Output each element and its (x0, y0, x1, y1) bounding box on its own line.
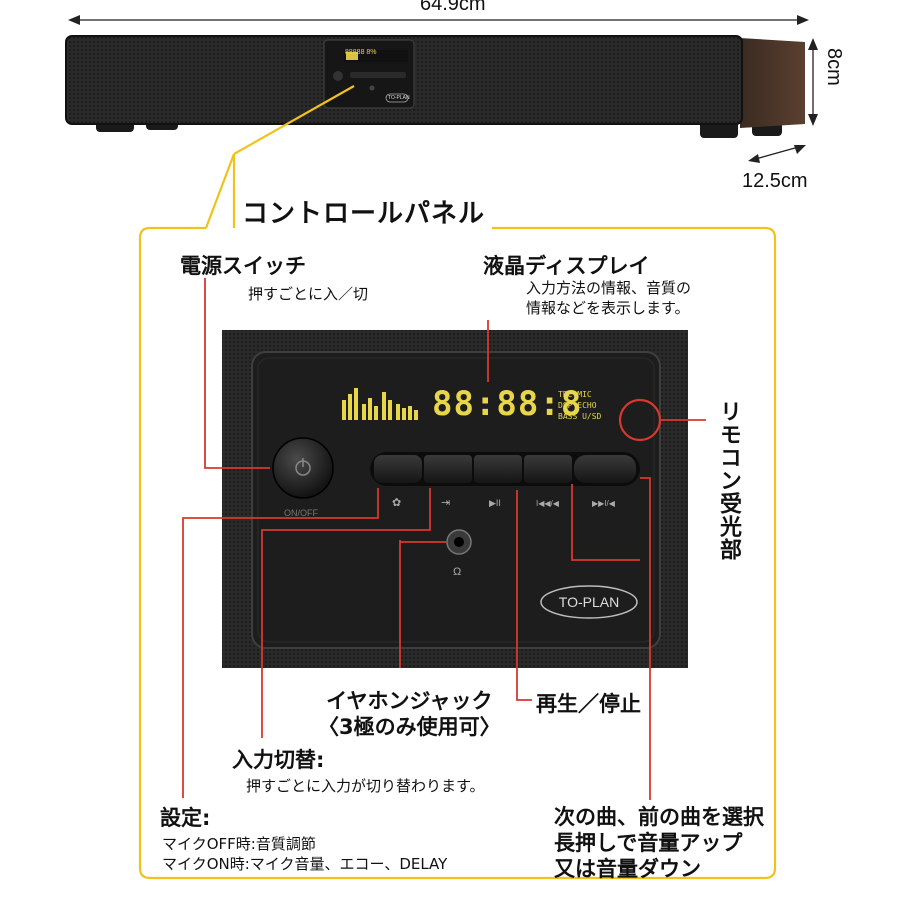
play-stop-title: 再生／停止 (536, 692, 641, 716)
brand-logo: TO-PLAN (558, 594, 620, 610)
remote-sensor-title: リモコン受光部 (716, 400, 741, 561)
lcd-indicator-1: TRE MIC (558, 390, 592, 399)
power-switch-title: 電源スイッチ (180, 254, 306, 278)
headphone-jack[interactable] (447, 530, 471, 554)
power-switch-desc: 押すごとに入／切 (248, 285, 369, 303)
leader-lines (182, 278, 706, 800)
control-panel-photo (222, 330, 688, 668)
lcd-desc-line-1: 入力方法の情報、音質の (526, 279, 692, 297)
input-button[interactable] (424, 455, 472, 483)
mini-display-text: 88888 8% (345, 49, 377, 56)
height-dimension-label: 8cm (823, 48, 845, 86)
next-icon: ▶▶I/◀ (592, 499, 615, 508)
height-dimension-arrow (808, 38, 818, 126)
width-dimension-label: 64.9cm (420, 0, 486, 15)
settings-desc: マイクOFF時:音質調節 マイクON時:マイク音量、エコー、DELAY (162, 834, 447, 874)
mini-brand-label: TO-PLAN (388, 95, 410, 101)
play-pause-button[interactable] (474, 455, 522, 483)
earphone-title-line-2: 〈3極のみ使用可〉 (318, 715, 501, 739)
track-select-title: 次の曲、前の曲を選択 長押しで音量アップ 又は音量ダウン (554, 804, 764, 882)
callout-frame (138, 85, 777, 880)
settings-desc-line-1: マイクOFF時:音質調節 (162, 835, 316, 853)
headphone-icon: Ω (453, 566, 462, 578)
play-pause-icon: ▶II (489, 498, 501, 508)
lcd-equalizer-bars (342, 388, 418, 420)
track-select-line-1: 次の曲、前の曲を選択 (554, 805, 764, 829)
depth-dimension-label: 12.5cm (742, 170, 808, 192)
input-switch-desc: 押すごとに入力が切り替わります。 (246, 777, 485, 795)
track-select-line-2: 長押しで音量アップ (554, 831, 743, 855)
input-icon: ⇥ (441, 497, 451, 509)
earphone-title-line-1: イヤホンジャック (326, 689, 493, 713)
panel-button-strip (370, 452, 640, 486)
prev-icon: I◀◀/◀ (536, 499, 559, 508)
lcd-desc-line-2: 情報などを表示します。 (526, 299, 690, 317)
prev-button[interactable] (524, 455, 572, 483)
earphone-title: イヤホンジャック 〈3極のみ使用可〉 (318, 688, 501, 740)
settings-title: 設定: (160, 806, 211, 830)
settings-desc-line-2: マイクON時:マイク音量、エコー、DELAY (162, 855, 448, 873)
section-title: コントロールパネル (242, 199, 486, 229)
lcd-indicator-3: BASS U/SD (558, 412, 602, 421)
next-button[interactable] (574, 455, 636, 483)
depth-dimension-arrow (748, 145, 806, 163)
lcd-title: 液晶ディスプレイ (483, 254, 650, 278)
power-label: ON/OFF (284, 508, 318, 518)
width-dimension-arrow (68, 15, 809, 25)
lcd-desc: 入力方法の情報、音質の 情報などを表示します。 (526, 278, 691, 318)
lcd-indicator-2: DSP ECHO (558, 401, 597, 410)
lcd-digits: 88:88:8 (432, 384, 583, 424)
power-switch[interactable] (288, 448, 318, 488)
input-switch-title: 入力切替: (232, 748, 325, 772)
lcd-indicators: TRE MIC DSP ECHO BASS U/SD (558, 389, 601, 422)
settings-button[interactable] (374, 455, 422, 483)
gear-icon: ✿ (392, 497, 402, 509)
track-select-line-3: 又は音量ダウン (554, 857, 701, 881)
soundbar-image (65, 35, 805, 138)
